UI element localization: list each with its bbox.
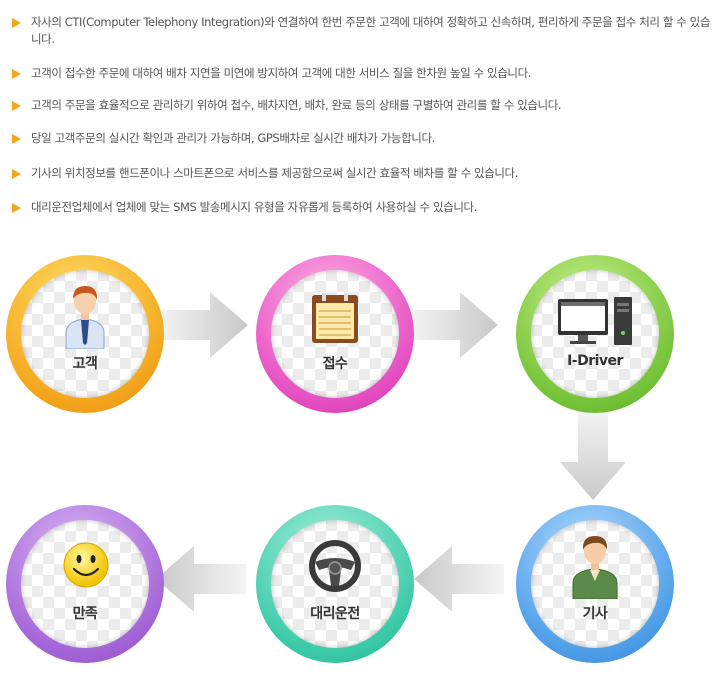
feature-text: 당일 고객주문의 실시간 확인과 관리가 가능하며, GPS배차로 실시간 배차… — [31, 131, 435, 145]
orange-triangle-bullet-icon — [12, 69, 21, 79]
flow-step-receipt: 접수 — [256, 255, 414, 413]
feature-text: 고객이 접수한 주문에 대하여 배차 지연을 미연에 방지하여 고객에 대한 서… — [31, 66, 532, 80]
orange-triangle-bullet-icon — [12, 169, 21, 179]
flow-step-label: 고객 — [72, 356, 98, 372]
feature-item: 자사의 CTI(Computer Telephony Integration)와… — [12, 14, 712, 48]
feature-item: 고객의 주문을 효율적으로 관리하기 위하여 접수, 배차지연, 배차, 완료 … — [12, 97, 712, 114]
flow-step-satisfaction: 만족 — [6, 505, 164, 663]
orange-triangle-bullet-icon — [12, 18, 21, 28]
smiley-icon — [63, 542, 109, 588]
flow-step-label: 기사 — [582, 606, 608, 622]
feature-text: 고객의 주문을 효율적으로 관리하기 위하여 접수, 배차지연, 배차, 완료 … — [31, 98, 562, 112]
arrow-left-icon — [156, 546, 246, 612]
flow-step-proxy-driving: 대리운전 — [256, 505, 414, 663]
flow-step-label: I-Driver — [567, 353, 623, 369]
feature-item: 고객이 접수한 주문에 대하여 배차 지연을 미연에 방지하여 고객에 대한 서… — [12, 65, 712, 82]
flow-step-driver: 기사 — [516, 505, 674, 663]
orange-triangle-bullet-icon — [12, 101, 21, 111]
orange-triangle-bullet-icon — [12, 203, 21, 213]
flow-step-label: 대리운전 — [310, 606, 360, 622]
feature-text: 기사의 위치정보를 핸드폰이나 스마트폰으로 서비스를 제공함으로써 실시간 효… — [31, 166, 518, 180]
feature-item: 대리운전업체에서 업체에 맞는 SMS 발송메시지 유형을 자유롭게 등록하여 … — [12, 199, 712, 216]
feature-text: 대리운전업체에서 업체에 맞는 SMS 발송메시지 유형을 자유롭게 등록하여 … — [31, 200, 477, 214]
customer-person-icon — [65, 286, 105, 349]
arrow-down-icon — [560, 410, 626, 500]
feature-text: 자사의 CTI(Computer Telephony Integration)와… — [31, 15, 711, 46]
orange-triangle-bullet-icon — [12, 134, 21, 144]
computer-icon — [558, 297, 632, 345]
arrow-right-icon — [408, 292, 498, 358]
arrow-right-icon — [158, 292, 248, 358]
feature-item: 당일 고객주문의 실시간 확인과 관리가 가능하며, GPS배차로 실시간 배차… — [12, 130, 712, 147]
flow-step-label: 접수 — [322, 356, 348, 372]
driver-person-icon — [572, 536, 618, 599]
steering-wheel-icon — [309, 540, 361, 592]
flow-step-customer: 고객 — [6, 255, 164, 413]
arrow-left-icon — [414, 546, 504, 612]
notepad-icon — [312, 293, 358, 343]
flow-step-label: 만족 — [72, 606, 98, 622]
feature-item: 기사의 위치정보를 핸드폰이나 스마트폰으로 서비스를 제공함으로써 실시간 효… — [12, 165, 712, 182]
flow-step-idriver: I-Driver — [516, 255, 674, 413]
